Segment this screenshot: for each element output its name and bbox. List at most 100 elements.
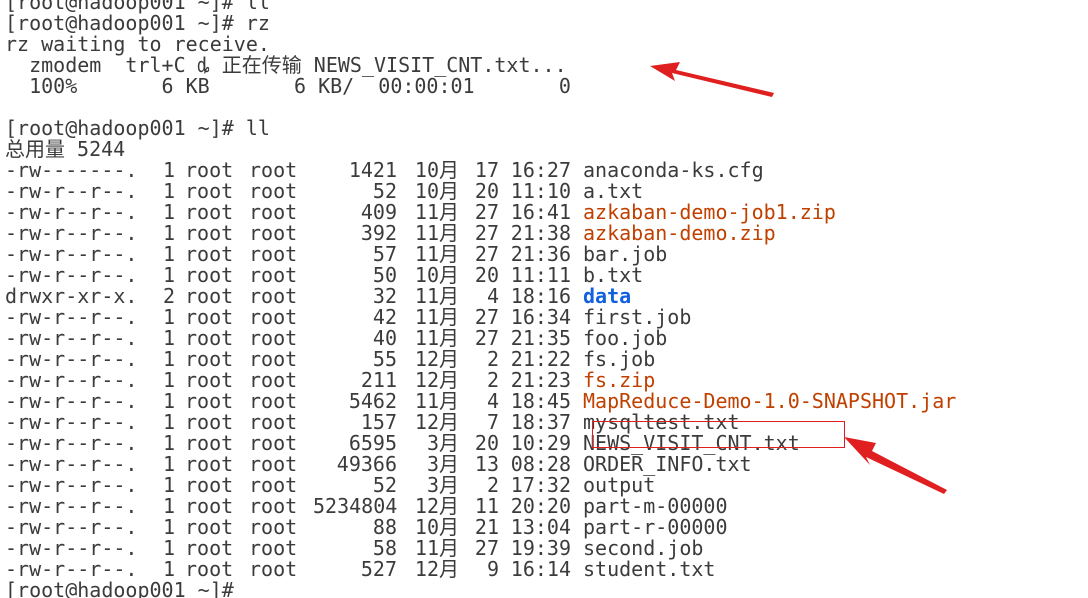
file-owner: root — [185, 263, 234, 287]
file-perm: -rw-r--r--. — [5, 389, 138, 413]
file-group: root — [249, 536, 298, 560]
file-perm: -rw-------. — [5, 158, 138, 182]
file-size: 409 — [360, 200, 397, 224]
file-day: 27 — [474, 326, 499, 350]
file-group: root — [249, 200, 298, 224]
file-day: 27 — [474, 536, 499, 560]
file-name: NEWS_VISIT_CNT.txt — [583, 431, 800, 455]
file-time: 16:14 — [510, 557, 571, 581]
file-month: 11月 — [414, 221, 459, 245]
file-links: 1 — [163, 494, 176, 518]
file-links: 1 — [163, 179, 176, 203]
file-time: 18:16 — [510, 284, 571, 308]
file-links: 1 — [163, 305, 176, 329]
file-owner: root — [185, 242, 234, 266]
file-perm: -rw-r--r--. — [5, 431, 138, 455]
file-time: 21:38 — [510, 221, 571, 245]
file-size: 55 — [372, 347, 397, 371]
file-name: mysqltest.txt — [583, 410, 740, 434]
file-time: 21:35 — [510, 326, 571, 350]
file-time: 11:10 — [510, 179, 571, 203]
file-size: 1421 — [348, 158, 397, 182]
file-month: 12月 — [414, 368, 459, 392]
file-time: 16:41 — [510, 200, 571, 224]
file-perm: -rw-r--r--. — [5, 326, 138, 350]
file-links: 1 — [163, 536, 176, 560]
file-size: 211 — [360, 368, 397, 392]
file-links: 1 — [163, 368, 176, 392]
file-name: anaconda-ks.cfg — [583, 158, 764, 182]
terminal-line: [root@hadoop001 ~]# — [5, 578, 234, 598]
file-perm: -rw-r--r--. — [5, 242, 138, 266]
file-name: part-m-00000 — [583, 494, 728, 518]
file-group: root — [249, 494, 298, 518]
file-size: 88 — [372, 515, 397, 539]
file-size: 57 — [372, 242, 397, 266]
file-month: 11月 — [414, 326, 459, 350]
file-month: 3月 — [426, 431, 459, 455]
file-group: root — [249, 179, 298, 203]
file-day: 20 — [474, 179, 499, 203]
file-size: 5234804 — [313, 494, 398, 518]
file-month: 12月 — [414, 494, 459, 518]
file-name: azkaban-demo-job1.zip — [583, 200, 836, 224]
file-name: first.job — [583, 305, 692, 329]
file-links: 2 — [163, 284, 176, 308]
file-perm: -rw-r--r--. — [5, 200, 138, 224]
file-name: part-r-00000 — [583, 515, 728, 539]
file-group: root — [249, 452, 298, 476]
file-time: 19:39 — [510, 536, 571, 560]
file-group: root — [249, 263, 298, 287]
file-group: root — [249, 515, 298, 539]
file-size: 157 — [360, 410, 397, 434]
file-owner: root — [185, 158, 234, 182]
file-owner: root — [185, 536, 234, 560]
file-name: foo.job — [583, 326, 668, 350]
file-size: 527 — [360, 557, 397, 581]
file-day: 4 — [486, 284, 499, 308]
file-owner: root — [185, 326, 234, 350]
file-time: 18:45 — [510, 389, 571, 413]
file-day: 7 — [486, 410, 499, 434]
file-name: second.job — [583, 536, 704, 560]
file-links: 1 — [163, 221, 176, 245]
file-time: 21:23 — [510, 368, 571, 392]
file-owner: root — [185, 410, 234, 434]
file-size: 32 — [372, 284, 397, 308]
file-group: root — [249, 326, 298, 350]
file-group: root — [249, 347, 298, 371]
file-group: root — [249, 389, 298, 413]
file-perm: -rw-r--r--. — [5, 452, 138, 476]
file-group: root — [249, 305, 298, 329]
file-month: 11月 — [414, 284, 459, 308]
file-name: data — [583, 284, 632, 308]
file-month: 10月 — [414, 179, 459, 203]
terminal-line: 100% 6 KB 6 KB/ 00:00:01 0 — [5, 74, 571, 98]
file-group: root — [249, 158, 298, 182]
file-links: 1 — [163, 473, 176, 497]
file-time: 21:36 — [510, 242, 571, 266]
file-day: 2 — [486, 347, 499, 371]
file-name: b.txt — [583, 263, 644, 287]
file-month: 3月 — [426, 473, 459, 497]
highlight-box-news-visit-file — [592, 421, 845, 448]
terminal-line: [root@hadoop001 ~]# ll — [5, 116, 270, 140]
file-size: 6595 — [348, 431, 397, 455]
file-day: 11 — [474, 494, 499, 518]
file-perm: -rw-r--r--. — [5, 557, 138, 581]
file-name: MapReduce-Demo-1.0-SNAPSHOT.jar — [583, 389, 957, 413]
file-perm: -rw-r--r--. — [5, 494, 138, 518]
file-size: 42 — [372, 305, 397, 329]
